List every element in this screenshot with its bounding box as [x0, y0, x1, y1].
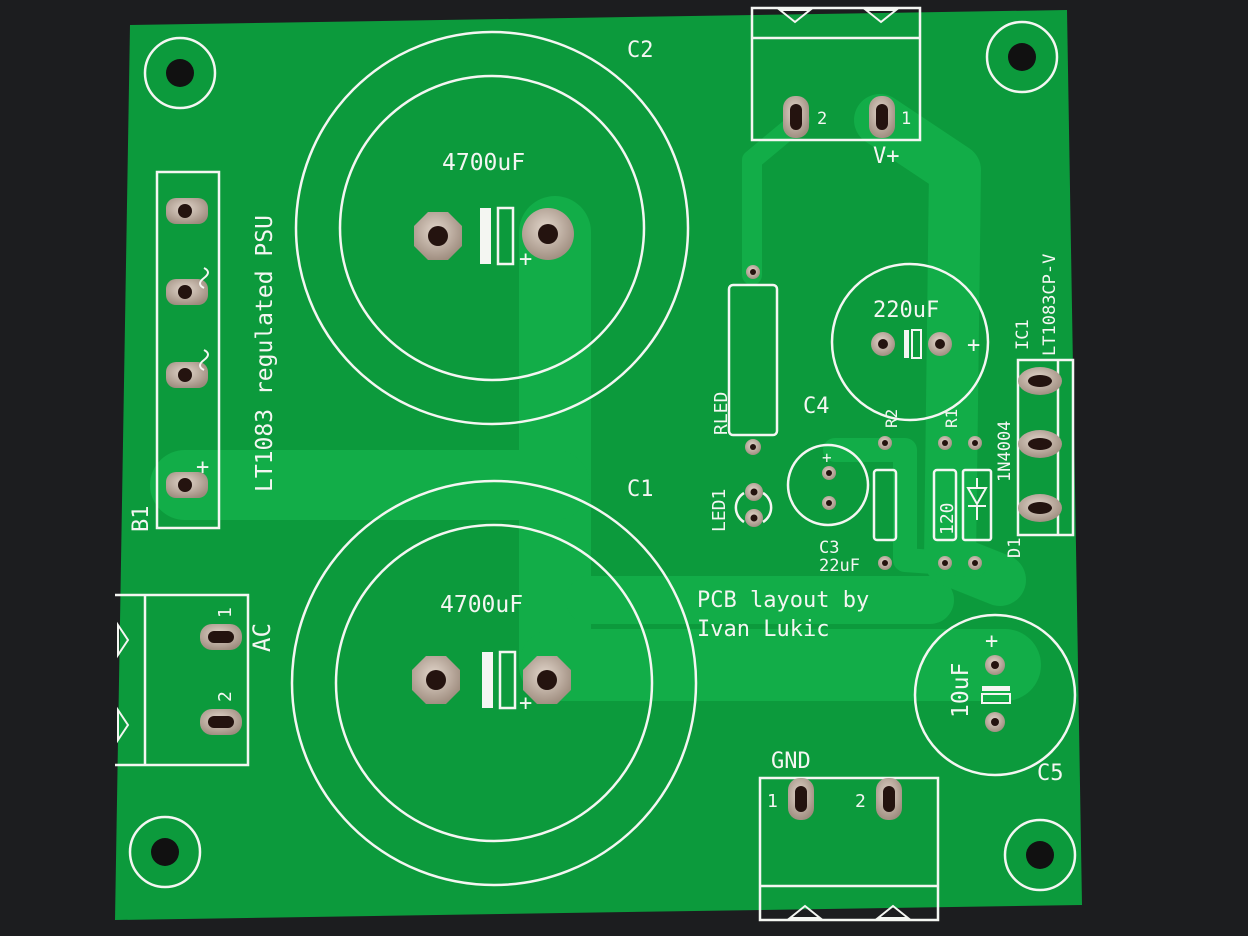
gnd-pin2-label: 2	[855, 791, 866, 812]
c4-value-label: 220uF	[873, 298, 939, 323]
c1-ref-label: C1	[627, 477, 654, 502]
c5-value-label: 10uF	[948, 663, 974, 718]
c1-value-label: 4700uF	[440, 592, 523, 618]
vplus-terminal-outline	[750, 6, 922, 142]
trace-vplus-left	[742, 110, 810, 285]
b1-ref-label: B1	[129, 506, 154, 533]
ac-wave-icon	[199, 267, 209, 289]
ac-label: AC	[248, 623, 276, 652]
capacitor-c4-outline	[830, 262, 990, 422]
c1-plus-mark: +	[519, 691, 532, 716]
r2-ref-label: R2	[882, 409, 901, 428]
rled-drill-top	[750, 269, 756, 275]
c3-ref-label: C3	[819, 538, 839, 558]
ac-pin2-label: 2	[215, 691, 236, 702]
rled-ref-label: RLED	[711, 392, 732, 435]
credit-line-1: PCB layout by	[697, 588, 869, 613]
d1-ref-label: D1	[1005, 538, 1025, 558]
vplus-terminal-notch	[777, 9, 813, 24]
c1-drill-negative	[426, 670, 446, 690]
led1-ref-label: LED1	[709, 489, 730, 532]
ac-wave-icon	[199, 349, 209, 371]
r2-drill	[882, 560, 888, 566]
ac-terminal-notch	[117, 706, 130, 744]
capacitor-c2	[294, 30, 690, 426]
regulator-ic1-outline	[1016, 358, 1075, 537]
vplus-label: V+	[873, 144, 900, 169]
b1-plus-mark: +	[196, 455, 209, 480]
credit-line-2: Ivan Lukic	[697, 617, 829, 642]
r2-drill	[882, 440, 888, 446]
gnd-label: GND	[771, 749, 811, 774]
mounting-hole-bottom-right	[1003, 818, 1077, 892]
c2-drill-negative	[428, 226, 448, 246]
r1-ref-label: R1	[942, 409, 961, 428]
c5-polarity-box	[981, 693, 1011, 704]
c4-polarity-bar	[904, 330, 909, 358]
bridge-b1-pads	[166, 198, 208, 498]
mounting-hole-top-right	[985, 20, 1059, 94]
c3-value-label: 22uF	[819, 556, 860, 576]
ac-terminal-outline	[115, 593, 250, 767]
gnd-terminal-notch	[787, 904, 823, 919]
mounting-hole-top-left	[143, 36, 217, 110]
d1-drill	[972, 440, 978, 446]
mounting-hole-bottom-left	[128, 815, 202, 889]
resistor-r1-outline	[932, 468, 958, 542]
c5-plus-mark: +	[985, 629, 998, 654]
ac-terminal-notch	[117, 621, 130, 659]
gnd-terminal-outline	[758, 776, 940, 922]
resistor-rled-outline	[727, 283, 779, 437]
c1-drill-positive	[537, 670, 557, 690]
d1-value-label: 1N4004	[995, 421, 1015, 482]
vplus-pin1-label: 1	[901, 109, 911, 129]
board-title: LT1083 regulated PSU	[252, 215, 278, 492]
c5-polarity-bar	[982, 686, 1010, 691]
r1-drill	[942, 440, 948, 446]
vplus-terminal-notch	[863, 9, 899, 24]
diode-d1-outline	[961, 468, 993, 542]
c5-drill	[991, 661, 999, 669]
c3-drill	[826, 500, 832, 506]
ic1-value-label: LT1083CP-V	[1040, 254, 1060, 356]
gnd-terminal-notch	[875, 904, 911, 919]
ic1-pads	[1018, 367, 1062, 522]
c2-value-label: 4700uF	[442, 150, 525, 176]
bridge-b1-outline	[155, 170, 221, 530]
led1-drill	[750, 514, 758, 522]
c3-plus-mark: +	[822, 448, 832, 467]
c4-drill	[878, 339, 888, 349]
led1-outline	[734, 491, 773, 524]
rled-drill-bottom	[750, 444, 756, 450]
capacitor-c5-outline	[913, 613, 1077, 777]
c2-plus-mark: +	[519, 247, 532, 272]
diode-symbol-icon	[966, 478, 988, 520]
c3-drill	[826, 470, 832, 476]
ac-pin1-label: 1	[215, 607, 236, 618]
c2-ref-label: C2	[627, 38, 654, 63]
led1-drill	[750, 488, 758, 496]
ic1-ref-label: IC1	[1013, 319, 1033, 350]
gnd-terminal-pads	[788, 778, 902, 820]
c5-drill	[991, 718, 999, 726]
vplus-terminal-pads	[783, 96, 895, 138]
capacitor-c1	[290, 479, 698, 887]
c5-ref-label: C5	[1037, 761, 1064, 786]
c4-plus-mark: +	[967, 333, 980, 358]
vplus-pin2-label: 2	[817, 109, 827, 129]
c4-ref-label: C4	[803, 394, 830, 419]
c4-polarity-box	[911, 329, 922, 359]
gnd-pin1-label: 1	[767, 791, 778, 812]
d1-drill	[972, 560, 978, 566]
capacitor-c3-outline	[786, 443, 870, 527]
r1-drill	[942, 560, 948, 566]
r1-value-label: 120	[937, 502, 958, 535]
ac-terminal-pads	[200, 624, 242, 735]
c4-drill	[935, 339, 945, 349]
c2-drill-positive	[538, 224, 558, 244]
resistor-r2-outline	[872, 468, 898, 542]
